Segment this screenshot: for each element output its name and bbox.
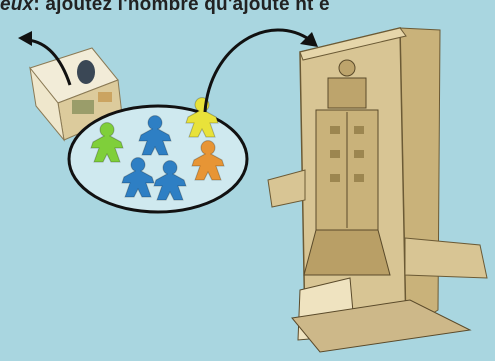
dice-tower	[268, 28, 487, 352]
arrow-left-head	[18, 31, 32, 46]
arrow-right	[205, 30, 310, 112]
